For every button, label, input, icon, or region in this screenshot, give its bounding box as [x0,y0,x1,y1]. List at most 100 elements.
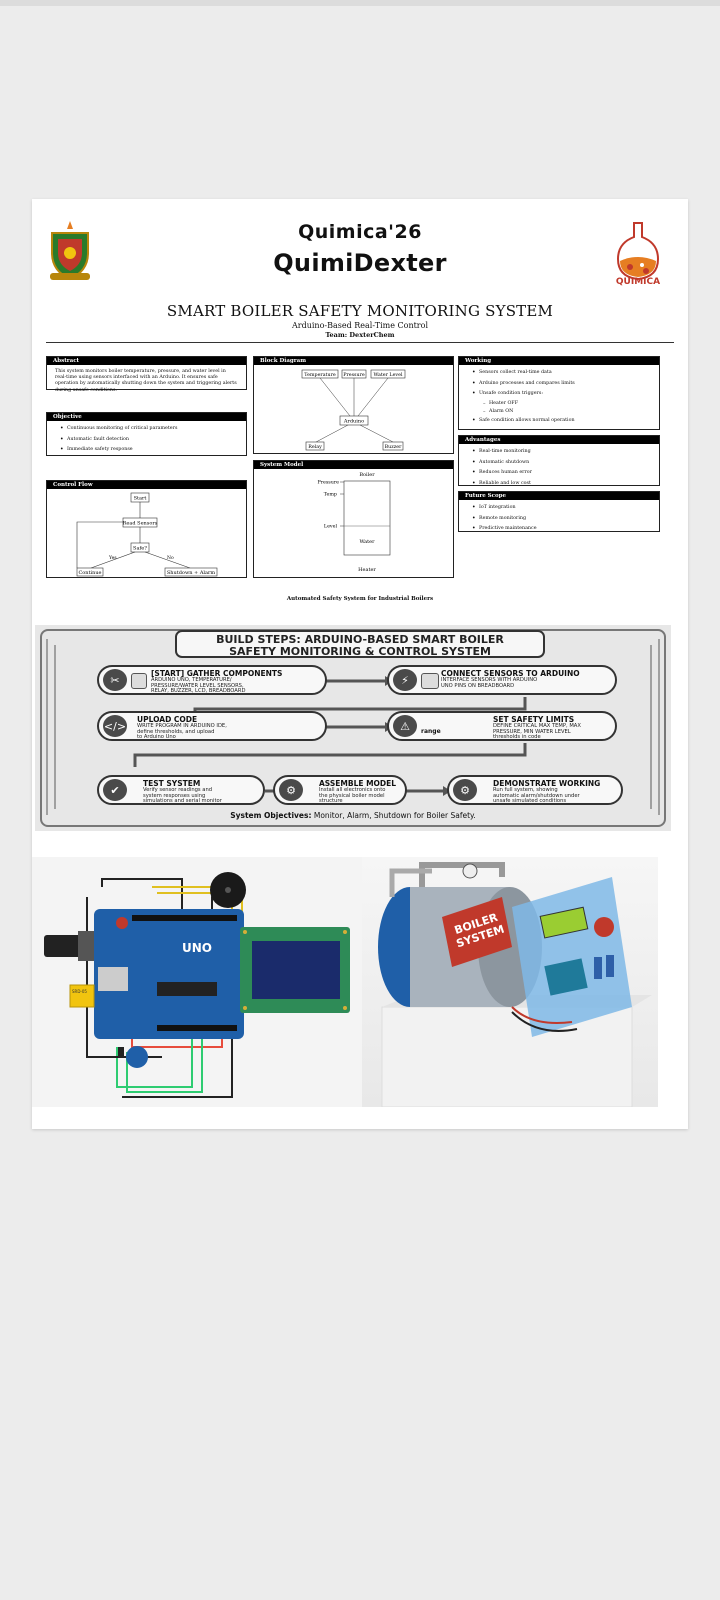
read-sensors-label: Read Sensors [123,521,158,527]
block-input-temperature: Temperature [304,372,336,378]
list-item: Unsafe condition triggers: [472,389,649,400]
step-title: TEST SYSTEM [143,779,201,788]
top-status-bar [0,0,720,6]
quimica-logo-text: QUIMICA [615,277,661,287]
system-model-diagram: Boiler Pressure Temp Level Water Heater [317,472,391,573]
tools-icon: ✔ [103,779,127,801]
control-flow-diagram: Start Read Sensors Safe? Yes No Continue… [76,492,218,577]
lcd-screen [252,941,340,999]
alarm-buzzer-icon [594,917,614,937]
model-pressure-label: Pressure [317,480,339,486]
control-flow-box: Control Flow Start Read Sensors Safe? Ye… [46,480,247,578]
list-item: Automatic fault detection [60,435,236,446]
step-set-safety-limits: ⚠ range SET SAFETY LIMITS DEFINE CRITICA… [387,711,617,741]
future-scope-box: Future Scope IoT integration Remote moni… [458,491,660,535]
lcd-display [539,906,589,939]
step-description: Install all electronics onto the physica… [319,787,386,805]
step-title: [START] GATHER COMPONENTS [151,669,283,678]
system-model-heading: System Model [254,461,453,469]
shutdown-label: Shutdown + Alarm [167,570,216,576]
list-item: Automatic shutdown [472,458,649,469]
build-steps-title-line2: SAFETY MONITORING & CONTROL SYSTEM [229,645,491,658]
poster: Quimica'26 QuimiDexter QUIMICA SMART BOI… [32,199,688,1129]
arduino-uno-board [94,909,244,1039]
arduino-board-icon [131,673,147,689]
boiler-model-image: BOILER SYSTEM [362,857,658,1107]
warning-icon: ⚠ [393,715,417,737]
list-item: Predictive maintenance [472,524,649,535]
build-steps-infographic: BUILD STEPS: ARDUINO-BASED SMART BOILER … [35,625,671,831]
block-core-arduino: Arduino [343,419,364,425]
usb-connector-icon [44,935,84,957]
header-divider [46,342,674,343]
block-diagram-box: Block Diagram Temperature Pressure Water… [253,356,454,454]
system-objectives-label: System Objectives: [230,811,312,820]
advantages-heading: Advantages [459,436,659,444]
model-water-label: Water [359,539,375,545]
safe-decision-label: Safe? [133,546,147,552]
list-item: Remote monitoring [472,514,649,525]
plug-icon: ⚡ [393,669,417,691]
list-subitem: Heater OFF [473,400,649,408]
continue-node [76,567,104,577]
relay-label: SRD-05 [72,989,87,994]
brand-line-2: QuimiDexter [273,249,447,277]
temperature-sensor-icon [118,1047,124,1057]
wrench-icon: ⚙ [279,779,303,801]
working-box: Working Sensors collect real-time data A… [458,356,660,430]
objective-box: Objective Continuous monitoring of criti… [46,412,247,456]
gears-icon: ⚙ [453,779,477,801]
arduino-board [544,958,588,996]
list-item: Real-time monitoring [472,447,649,458]
college-crest-icon [50,221,90,281]
step-title: DEMONSTRATE WORKING [493,779,601,788]
model-top-label: Boiler [359,472,375,478]
block-input-pressure: Pressure [343,372,365,378]
abstract-text: This system monitors boiler temperature,… [55,369,237,393]
list-subitem: Alarm ON [473,408,649,416]
block-diagram-heading: Block Diagram [254,357,453,365]
objective-heading: Objective [47,413,246,421]
list-item: Arduino processes and compares limits [472,379,649,390]
brand-line-1: Quimica'26 [298,221,422,243]
step-test-system: ✔ TEST SYSTEM Verify sensor readings and… [97,775,265,805]
step-gather-components: ✂ [START] GATHER COMPONENTS ARDUINO UNO,… [97,665,327,695]
breadboard-icon [421,673,439,689]
list-item: Immediate safety response [60,445,236,456]
board-label: UNO [182,941,212,955]
yes-label: Yes [108,555,117,561]
tools-icon: ✂ [103,669,127,691]
team-name: Team: DexterChem [325,331,395,339]
start-label: Start [134,496,147,502]
poster-subtitle: Arduino-Based Real-Time Control [291,321,429,330]
boiler-label-plate [442,897,512,967]
continue-label: Continue [78,570,101,576]
future-scope-heading: Future Scope [459,492,659,500]
system-objectives-text: Monitor, Alarm, Shutdown for Boiler Safe… [313,811,476,820]
step-description: DEFINE CRITICAL MAX TEMP, MAX PRESSURE, … [493,723,581,741]
pressure-gauge-icon [462,863,478,879]
potentiometer-icon [126,1046,148,1068]
abstract-heading: Abstract [47,357,246,365]
model-temp-label: Temp [324,492,337,498]
model-heater-label: Heater [358,567,376,573]
list-item: Sensors collect real-time data [472,368,649,379]
step-upload-code: </> UPLOAD CODE WRITE PROGRAM IN ARDUINO… [97,711,327,741]
system-model-box: System Model Boiler Pressure Temp Level … [253,460,454,578]
model-level-label: Level [324,524,338,530]
boiler-model-drawing: BOILER SYSTEM [378,862,652,1107]
build-steps-title-line1: BUILD STEPS: ARDUINO-BASED SMART BOILER [216,633,504,646]
list-item: Reliable and low cost [472,479,649,490]
list-item: Continuous monitoring of critical parame… [60,424,236,435]
block-output-buzzer: Buzzer [385,444,403,450]
code-icon: </> [103,715,127,737]
step-description: WRITE PROGRAM IN ARDUINO IDE, define thr… [137,723,227,741]
block-diagram: Temperature Pressure Water Level Arduino… [301,369,406,451]
step-title: CONNECT SENSORS TO ARDUINO [441,669,580,678]
abstract-box: Abstract This system monitors boiler tem… [46,356,247,393]
step-description: Run full system, showing automatic alarm… [493,787,580,805]
control-flow-heading: Control Flow [47,481,246,489]
block-input-water-level: Water Level [373,372,403,378]
poster-footer-line: Automated Safety System for Industrial B… [286,596,434,602]
no-label: No [167,555,174,561]
